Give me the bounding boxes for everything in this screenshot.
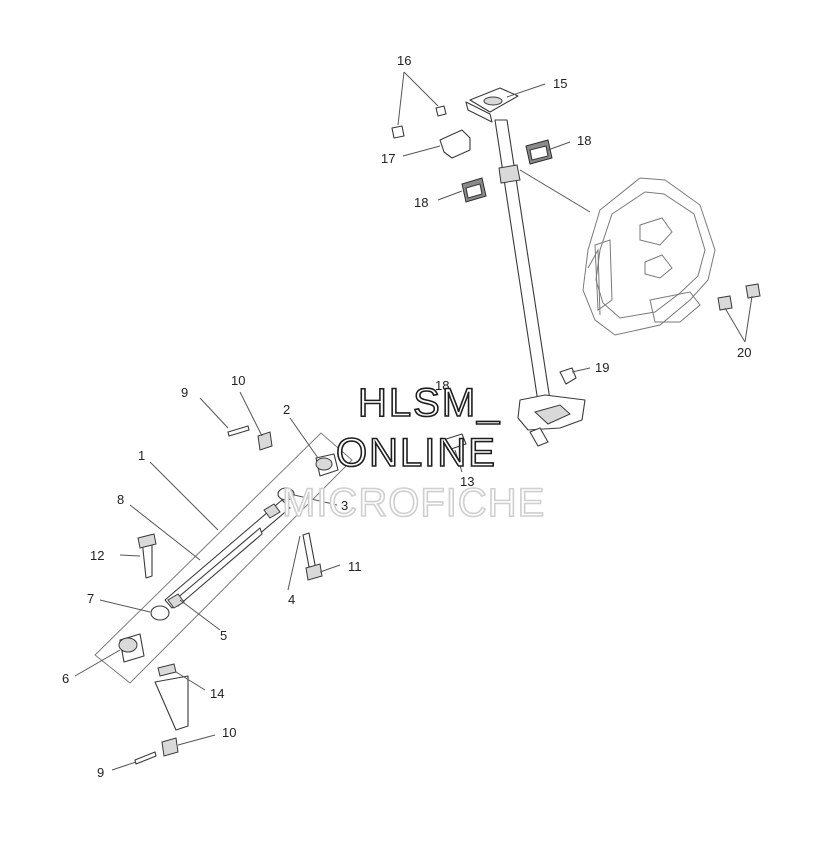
callout-18-left: 18 — [414, 195, 428, 210]
callout-19: 19 — [595, 360, 609, 375]
callout-10-bottom: 10 — [222, 725, 236, 740]
callout-3: 3 — [341, 498, 348, 513]
callout-17: 17 — [381, 151, 395, 166]
callout-18-lower: 18 — [435, 378, 449, 393]
callout-11: 11 — [348, 559, 362, 574]
callout-labels: 1 2 3 4 5 6 7 8 9 9 10 10 11 12 13 14 15… — [62, 53, 751, 780]
callout-12: 12 — [90, 548, 104, 563]
callout-20: 20 — [737, 345, 751, 360]
watermark-line-2: ONLINE — [336, 431, 497, 475]
callout-1: 1 — [138, 448, 145, 463]
tie-rod-assembly — [94, 432, 353, 684]
callout-13: 13 — [460, 474, 474, 489]
callout-10-top: 10 — [231, 373, 245, 388]
callout-14: 14 — [210, 686, 224, 701]
callout-4: 4 — [288, 592, 295, 607]
column-hardware — [391, 105, 761, 451]
callout-2: 2 — [283, 402, 290, 417]
callout-16: 16 — [397, 53, 411, 68]
callout-15: 15 — [553, 76, 567, 91]
watermark-line-3: MICROFICHE — [282, 481, 545, 525]
callout-5: 5 — [220, 628, 227, 643]
callout-8: 8 — [117, 492, 124, 507]
callout-9-bottom: 9 — [97, 765, 104, 780]
body-panel — [582, 177, 716, 336]
callout-7: 7 — [87, 591, 94, 606]
watermark: HLSM_ ONLINE MICROFICHE — [281, 380, 545, 526]
callout-18-right: 18 — [577, 133, 591, 148]
leader-lines — [74, 71, 753, 771]
callout-9-top: 9 — [181, 385, 188, 400]
steering-column — [465, 87, 586, 447]
callout-6: 6 — [62, 671, 69, 686]
watermark-line-1: HLSM_ — [358, 381, 501, 425]
